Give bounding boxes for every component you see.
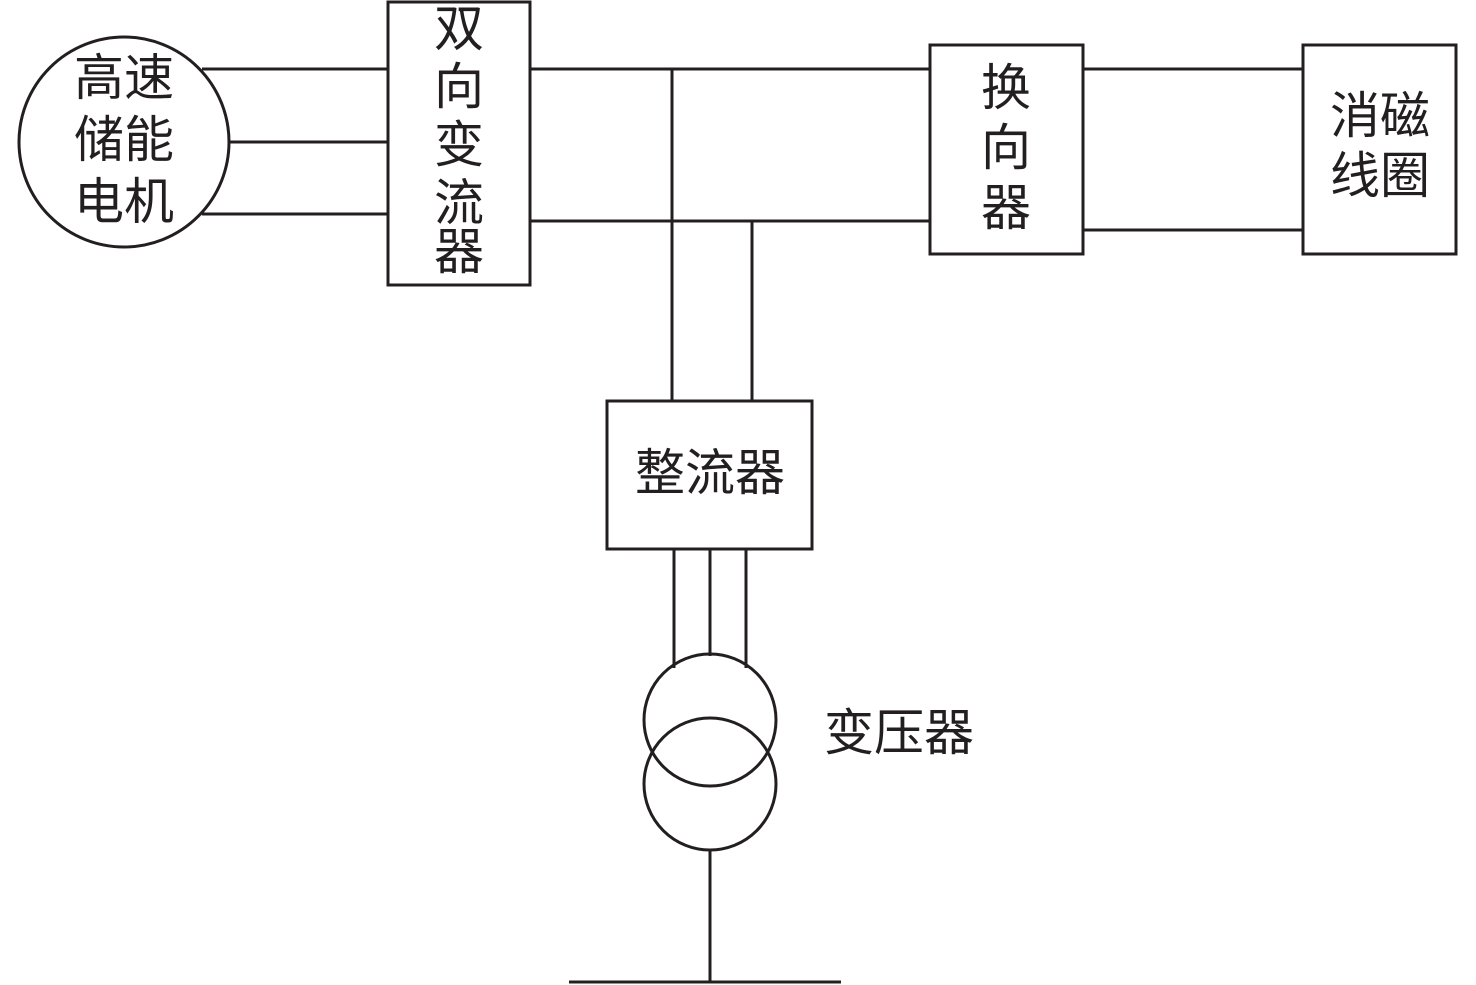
transformer-primary-winding: [642, 652, 778, 788]
converter-label-line-3: 变: [434, 116, 484, 174]
converter-box: [386, 0, 532, 287]
commutator-box: [928, 43, 1085, 256]
transformer-secondary-winding: [642, 716, 778, 852]
commutator-label-line-2: 向: [981, 119, 1031, 177]
motor-circle: [17, 35, 231, 249]
wires: [202, 67, 1303, 984]
commutator-label-line-1: 换: [981, 59, 1031, 117]
converter-label-line-2: 向: [434, 58, 484, 116]
converter-label-line-5: 器: [434, 223, 484, 281]
converter-node: 双 向 变 流 器: [386, 0, 532, 287]
commutator-node: 换 向 器: [928, 43, 1085, 256]
transformer-node: 变压器: [642, 652, 974, 852]
coil-label-line-1: 消磁: [1330, 87, 1430, 145]
coil-node: 消磁 线圈: [1301, 43, 1458, 256]
motor-label-line-2: 储能: [74, 111, 174, 169]
motor-node: 高速 储能 电机: [17, 35, 231, 249]
coil-label-line-2: 线圈: [1330, 147, 1430, 205]
converter-label-line-4: 流: [434, 174, 484, 232]
converter-label-line-1: 双: [434, 0, 484, 58]
motor-label-line-3: 电机: [74, 173, 174, 231]
motor-label-line-1: 高速: [74, 49, 174, 107]
rectifier-label: 整流器: [635, 444, 785, 502]
rectifier-node: 整流器: [605, 399, 814, 551]
commutator-label-line-3: 器: [981, 179, 1031, 237]
rectifier-box: [605, 399, 814, 551]
transformer-label: 变压器: [824, 704, 974, 762]
coil-box: [1301, 43, 1458, 256]
